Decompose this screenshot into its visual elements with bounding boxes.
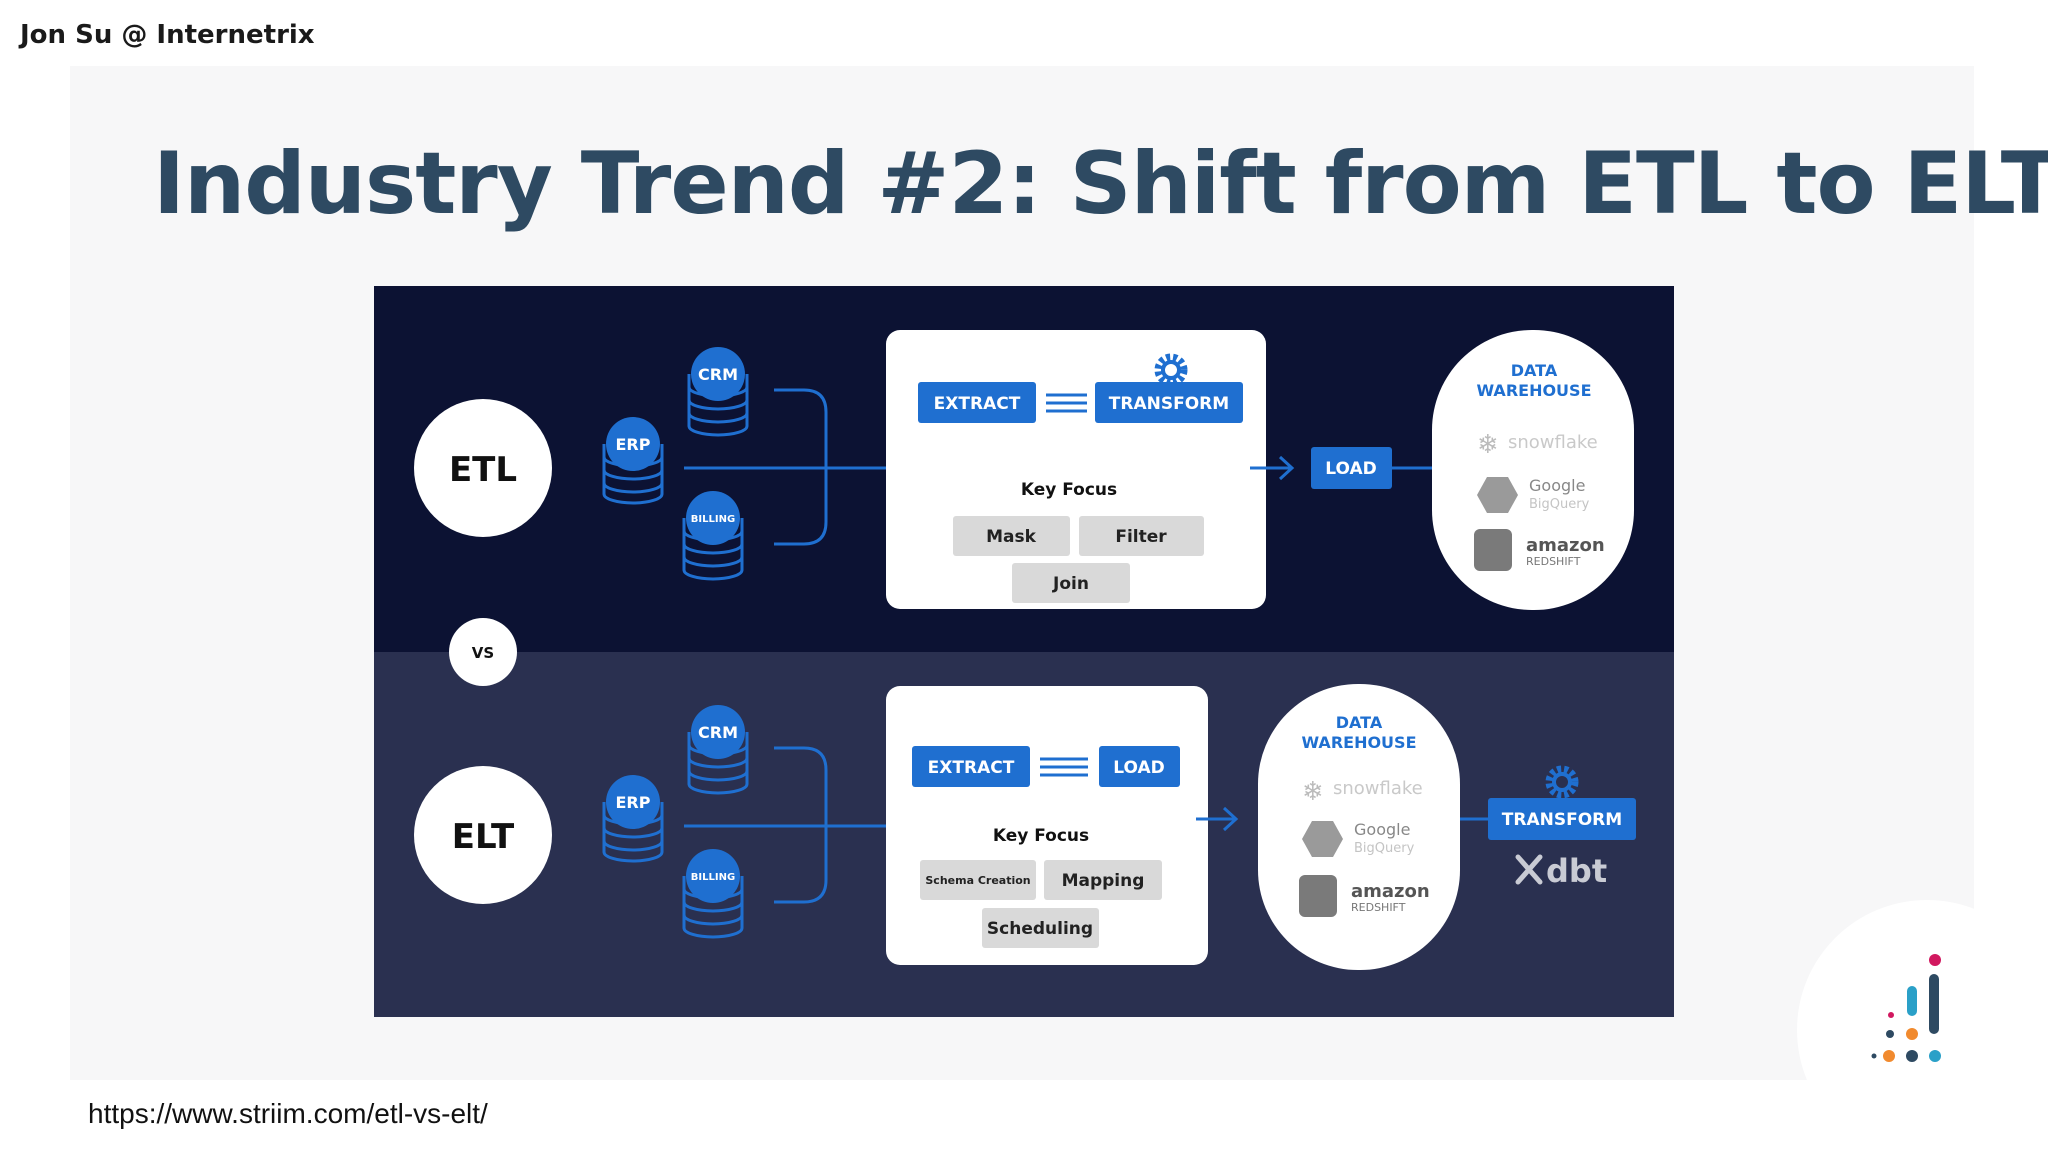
bigquery-icon (1302, 821, 1343, 857)
etl-load-step (1311, 447, 1392, 489)
bigquery-logo-text-2: BigQuery (1354, 841, 1415, 856)
redshift-icon (1474, 529, 1512, 571)
focus-chip (920, 860, 1036, 900)
elt-transform-step (1488, 798, 1636, 840)
elt-warehouse-title-2: WAREHOUSE (1302, 733, 1417, 752)
focus-chip (953, 516, 1070, 556)
dbt-icon (1515, 854, 1543, 885)
etl-key-focus-title: Key Focus (1021, 480, 1117, 500)
etl-extract-step (918, 382, 1036, 423)
internetrix-logo-icon (1864, 950, 1944, 1075)
elt-warehouse-title-1: DATA (1336, 713, 1383, 732)
billing-badge (686, 849, 740, 903)
focus-chip-filter: Filter (1115, 527, 1167, 547)
etl-warehouse-title-2: WAREHOUSE (1477, 381, 1592, 400)
etl-extract-label: EXTRACT (934, 394, 1021, 414)
focus-chip (1044, 860, 1162, 900)
vs-label: VS (472, 644, 494, 662)
elt-key-focus-title: Key Focus (993, 826, 1089, 846)
slide-title: Industry Trend #2: Shift from ETL to ELT (153, 134, 2048, 234)
snowflake-icon: ❄ (1302, 777, 1324, 807)
source-crm-label: CRM (698, 723, 738, 742)
elt-circle (414, 766, 552, 904)
elt-extract-step (912, 746, 1030, 787)
erp-badge (606, 417, 660, 471)
brand-badge (1797, 900, 2048, 1160)
bigquery-logo-text-1: Google (1529, 476, 1585, 495)
elt-row: ELT CRM ERP BILLING EXTRAC (414, 684, 1636, 970)
etl-row: ETL CRM ERP BILLING (414, 330, 1634, 610)
elt-transform-label: TRANSFORM (1502, 810, 1622, 830)
vs-badge (449, 618, 517, 686)
database-icon (602, 444, 664, 505)
redshift-logo-text-1: amazon (1351, 881, 1430, 902)
crm-badge (691, 705, 745, 759)
focus-chip-schema-creation: Schema Creation (925, 874, 1030, 887)
elt-extract-label: EXTRACT (928, 758, 1015, 778)
source-erp-label: ERP (616, 435, 651, 454)
focus-chip (1079, 516, 1204, 556)
focus-chip-mapping: Mapping (1062, 871, 1145, 891)
focus-chip (1012, 563, 1130, 603)
gear-icon (1545, 765, 1579, 799)
redshift-logo-text-2: REDSHIFT (1526, 555, 1581, 568)
focus-chip-scheduling: Scheduling (987, 919, 1093, 939)
arrow-right-icon (1196, 806, 1239, 832)
database-icon (682, 876, 744, 939)
dbt-logo-text: dbt (1546, 852, 1607, 890)
equals-icon (1040, 757, 1088, 777)
database-icon (687, 732, 749, 795)
crm-badge (691, 347, 745, 401)
elt-label: ELT (452, 817, 515, 857)
equals-icon (1046, 393, 1087, 413)
redshift-icon (1299, 875, 1337, 917)
etl-warehouse-title-1: DATA (1511, 361, 1558, 380)
etl-vs-elt-diagram: ETL CRM ERP BILLING (374, 286, 1674, 1017)
snowflake-icon: ❄ (1477, 430, 1499, 460)
presenter-credit: Jon Su @ Internetrix (20, 20, 315, 50)
source-billing-label: BILLING (691, 514, 735, 525)
billing-badge (686, 491, 740, 545)
snowflake-logo-text: snowflake (1333, 778, 1423, 799)
elt-load-step (1099, 746, 1180, 787)
etl-label: ETL (449, 450, 517, 490)
bigquery-logo-text-1: Google (1354, 820, 1410, 839)
source-url: https://www.striim.com/etl-vs-elt/ (88, 1098, 488, 1129)
elt-load-label: LOAD (1113, 758, 1165, 778)
focus-chip (982, 908, 1099, 948)
source-crm-label: CRM (698, 365, 738, 384)
bigquery-icon (1477, 477, 1518, 513)
focus-chip-join: Join (1052, 574, 1089, 594)
bigquery-logo-text-2: BigQuery (1529, 497, 1590, 512)
arrow-right-icon (1250, 455, 1295, 481)
redshift-logo-text-1: amazon (1526, 535, 1605, 556)
snowflake-logo-text: snowflake (1508, 432, 1598, 453)
source-erp-label: ERP (616, 793, 651, 812)
etl-load-label: LOAD (1325, 459, 1377, 479)
etl-transform-label: TRANSFORM (1109, 394, 1229, 414)
gear-icon (1154, 353, 1188, 387)
focus-chip-mask: Mask (986, 527, 1037, 547)
etl-circle (414, 399, 552, 537)
etl-transform-step (1095, 382, 1243, 423)
source-billing-label: BILLING (691, 872, 735, 883)
erp-badge (606, 775, 660, 829)
redshift-logo-text-2: REDSHIFT (1351, 901, 1406, 914)
